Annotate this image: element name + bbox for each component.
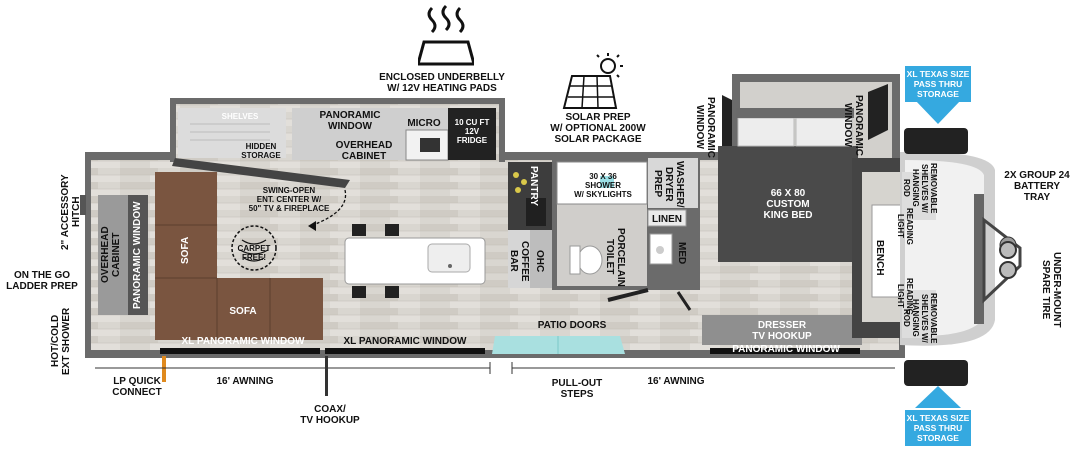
spare-tire-label: UNDER-MOUNT SPARE TIRE [1040,252,1062,328]
left-overhead-cabinet [98,195,128,315]
bed-shape [718,146,858,262]
king-bed-label: 66 X 80 CUSTOM KING BED [763,188,813,221]
removable-shelves-top-label: REMOVABLE SHELVES W/ HANGING ROD [902,162,938,214]
washer-dryer-label: WASHER/ DRYER PREP [652,160,685,208]
panoramic-window-left-label: PANORAMIC WINDOW [132,201,143,309]
panoramic-window-top-label: PANORAMIC WINDOW [319,110,381,132]
coax-label: COAX/ TV HOOKUP [300,404,360,426]
reading-light-bottom-label: READING LIGHT [896,277,914,315]
fridge-box [448,108,496,160]
dresser-box [702,315,862,345]
storage-top [904,128,968,154]
tire-icon [999,241,1017,279]
xl-panoramic-1-label: XL PANORAMIC WINDOW [181,336,305,347]
solar-prep-label: SOLAR PREP W/ OPTIONAL 200W SOLAR PACKAG… [550,112,646,145]
ohc-label: OHC [534,249,545,273]
overhead-cabinet-top-label: OVERHEAD CABINET [335,140,393,162]
panoramic-window-bed-right-label: PANORAMIC WINDOW [842,94,864,156]
porcelain-toilet-label: PORCELAIN TOILET [604,227,626,287]
pantry-label: PANTRY [528,166,539,206]
swing-open-label: SWING-OPEN ENT. CENTER W/ 50" TV & FIREP… [248,186,330,213]
shelves-label: SHELVES [221,112,259,121]
hidden-storage-label: HIDDEN STORAGE [241,142,281,160]
overhead-cabinet-left-label: OVERHEAD CABINET [100,226,122,284]
ladder-prep-label: ON THE GO LADDER PREP [6,270,78,292]
panoramic-window-bottom-label: PANORAMIC WINDOW [732,344,840,355]
carpet-free-label: CARPET FREE! [237,244,271,262]
storage-bottom [904,360,968,386]
micro-label: MICRO [407,118,441,129]
med-label: MED [676,241,687,265]
awning-right-label: 16' AWNING [647,376,705,387]
xl-storage-top-label: XL TEXAS SIZE PASS THRU STORAGE [906,69,970,99]
carpet-free-icon [231,225,277,271]
fridge-label: 10 CU FT 12V FRIDGE [454,118,490,145]
pullout-steps-label: PULL-OUT STEPS [551,378,603,400]
shelves [178,108,286,158]
battery-tray-label: 2X GROUP 24 BATTERY TRAY [1004,170,1070,203]
heating-pads-icon [418,4,474,66]
accessory-hitch-label: 2" ACCESSORY HITCH [60,174,82,250]
shower-label: 30 X 36 SHOWER W/ SKYLIGHTS [574,172,632,199]
reading-light-top-label: READING LIGHT [896,207,914,245]
linen-label: LINEN [652,214,682,225]
sofa-2-label: SOFA [229,306,257,317]
bench-label: BENCH [874,240,885,276]
xl-panoramic-2-label: XL PANORAMIC WINDOW [343,336,467,347]
awning-left-label: 16' AWNING [216,376,274,387]
xl-storage-top-callout: XL TEXAS SIZE PASS THRU STORAGE [905,66,971,102]
enclosed-underbelly-label: ENCLOSED UNDERBELLY W/ 12V HEATING PADS [379,72,505,94]
xl-storage-bottom-label: XL TEXAS SIZE PASS THRU STORAGE [906,413,970,443]
dresser-label: DRESSER TV HOOKUP [752,320,812,342]
patio-doors-label: PATIO DOORS [537,320,607,331]
coffee-bar-label: COFFEE BAR [508,240,530,282]
panoramic-window-bed-left-label: PANORAMIC WINDOW [694,96,716,158]
sofa-1-label: SOFA [180,236,191,264]
removable-shelves-bottom-label: REMOVABLE SHELVES W/ HANGING ROD [902,292,938,344]
xl-storage-bottom-callout: XL TEXAS SIZE PASS THRU STORAGE [905,410,971,446]
lp-connect-label: LP QUICK CONNECT [112,376,162,398]
ext-shower-label: HOT/COLD EXT SHOWER [50,307,72,375]
solar-panel-icon [562,53,623,109]
